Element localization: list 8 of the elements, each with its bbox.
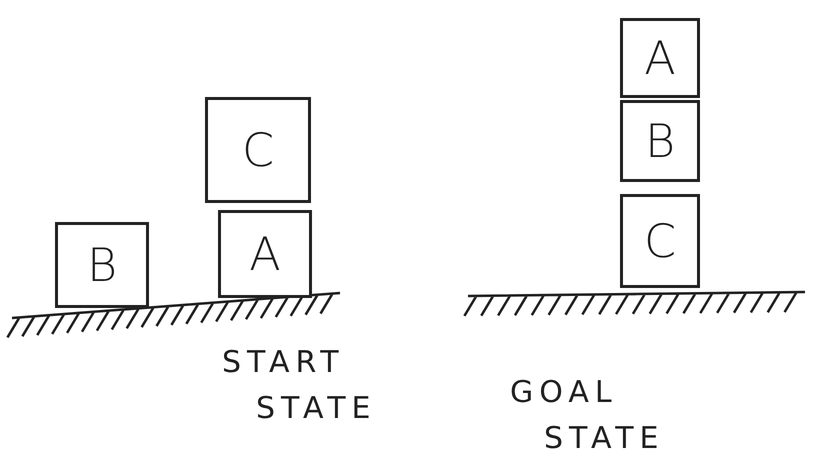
- state-caption: GOAL STATE: [510, 374, 666, 450]
- letter-block: A: [620, 18, 700, 98]
- letter-block: B: [620, 100, 700, 182]
- letter-block: C: [205, 97, 311, 203]
- state-caption: START STATE: [222, 344, 378, 428]
- letter-block: C: [620, 194, 700, 288]
- letter-block: B: [55, 222, 149, 308]
- letter-block: A: [218, 210, 312, 298]
